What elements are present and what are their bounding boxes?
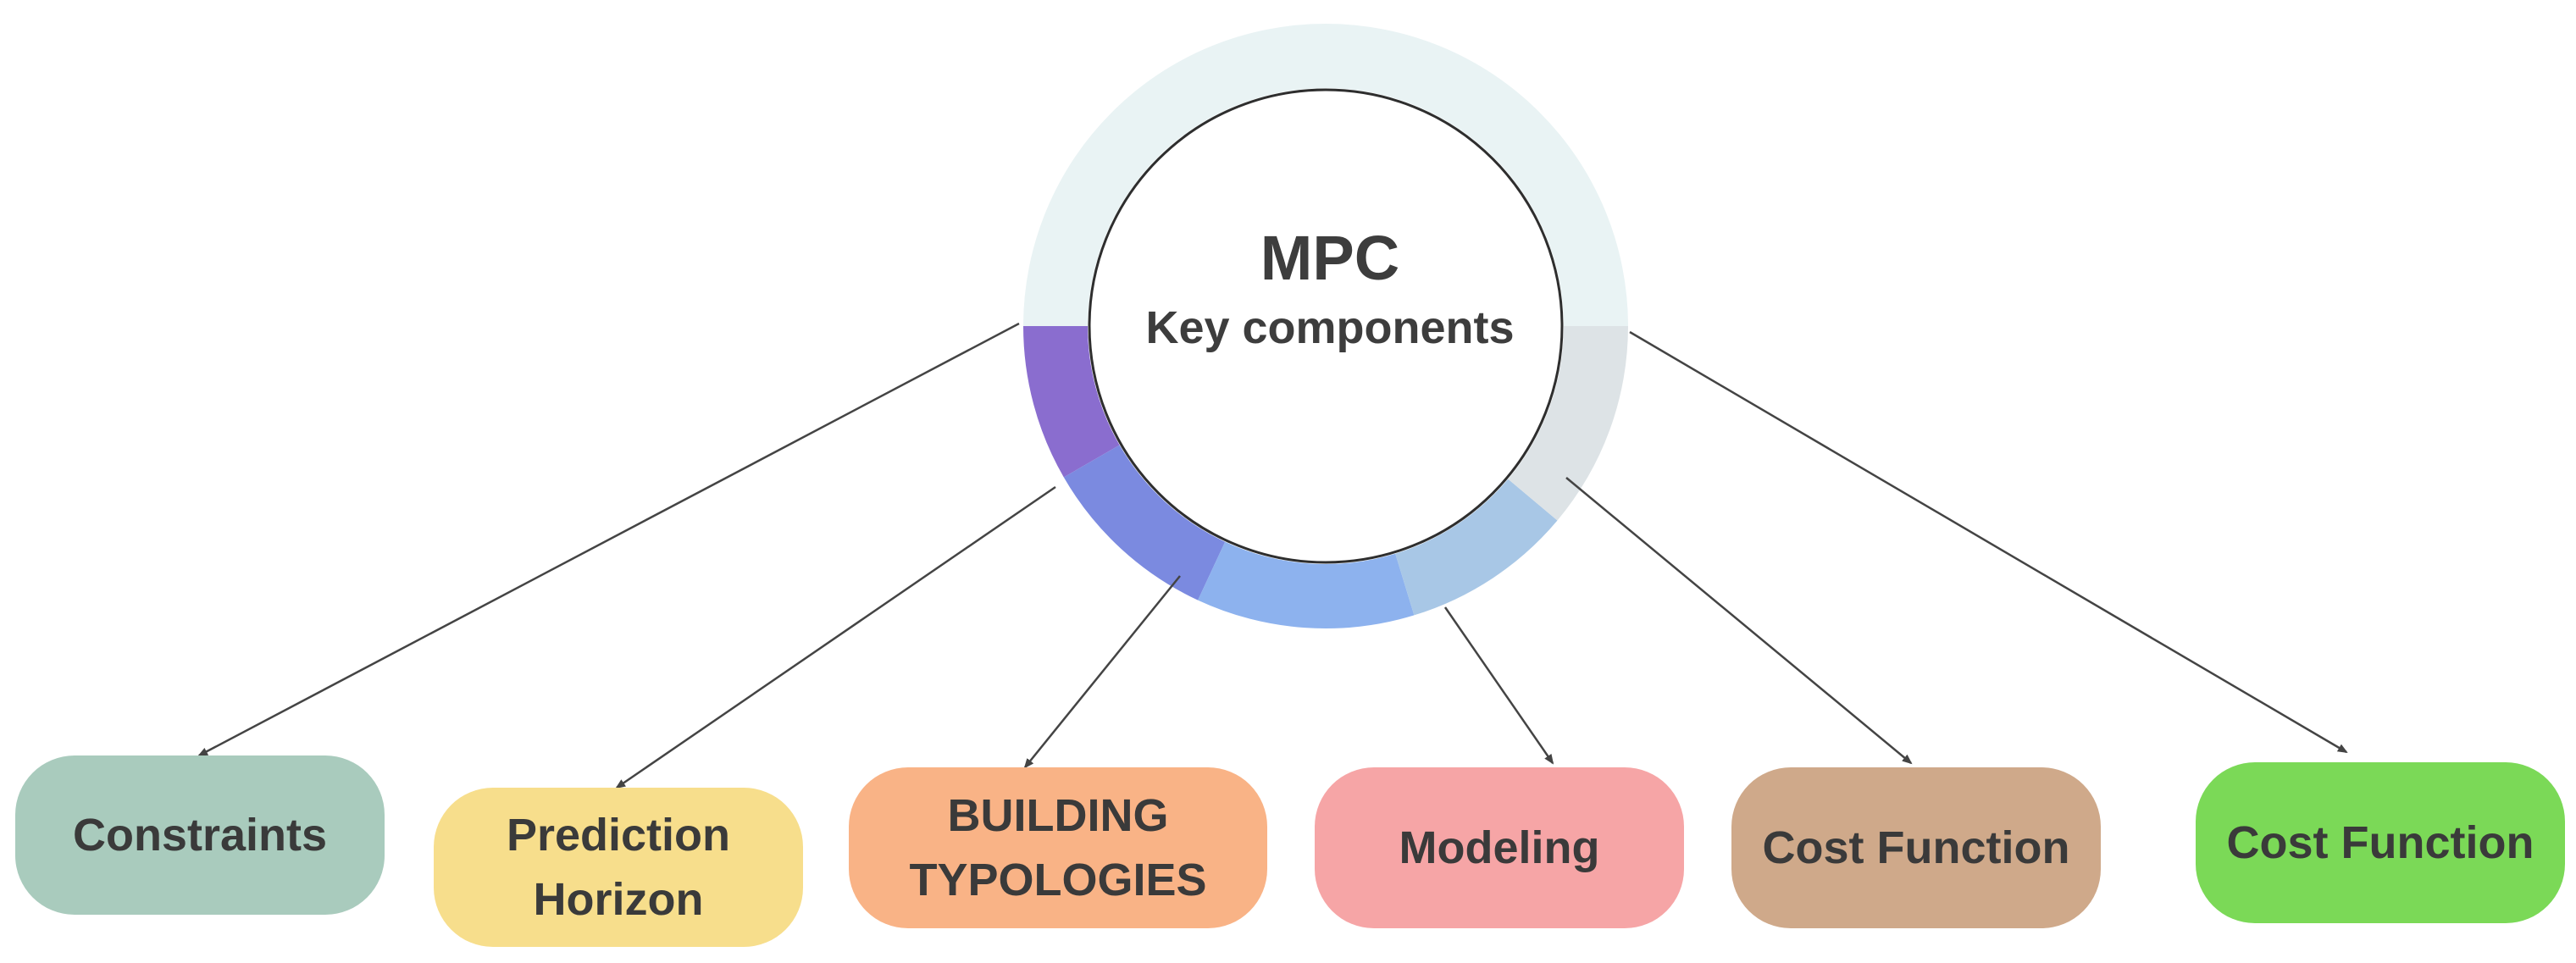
node-prediction-horizon: Prediction Horizon [434,788,803,947]
node-label: Cost Function [1763,816,2070,880]
ring-segment-3 [1198,541,1415,629]
center-subtitle: Key components [1145,302,1515,353]
node-modeling: Modeling [1315,767,1684,928]
connectors [197,322,2348,789]
node-label: Modeling [1399,816,1600,880]
connector-typologies [1023,575,1181,769]
node-label-line: Modeling [1399,822,1600,873]
node-cost-function-1: Cost Function [1731,767,2101,928]
center-circle [1088,88,1564,564]
node-label-line: BUILDING [947,790,1169,841]
node-label-line: Prediction [506,810,731,861]
node-label: Cost Function [2227,811,2534,875]
connector-costfunction1 [1565,477,1913,765]
connector-costfunction2 [1629,330,2348,754]
ring-segment-2 [1063,445,1226,600]
node-label-line: Constraints [72,810,328,861]
node-label: Constraints [73,803,327,867]
ring-segment-1 [1023,326,1120,478]
connector-constraints [197,322,1020,757]
node-label-line: Cost Function [2226,817,2534,868]
node-label-line: Cost Function [1762,822,2070,873]
ring-track [1023,24,1628,326]
connector-modeling [1443,606,1554,765]
ring-group [1023,24,1628,629]
center-title: MPC [1260,223,1400,293]
node-label-line: Horizon [533,874,704,925]
node-building-typologies: BUILDING TYPOLOGIES [849,767,1267,928]
node-label: BUILDING TYPOLOGIES [909,783,1206,912]
node-label: Prediction Horizon [507,803,730,932]
node-constraints: Constraints [15,755,385,915]
ring-segment-5 [1508,326,1628,521]
node-label-line: TYPOLOGIES [909,855,1207,905]
connector-prediction [615,485,1056,789]
ring-segment-4 [1395,479,1558,616]
node-cost-function-2: Cost Function [2196,762,2565,923]
